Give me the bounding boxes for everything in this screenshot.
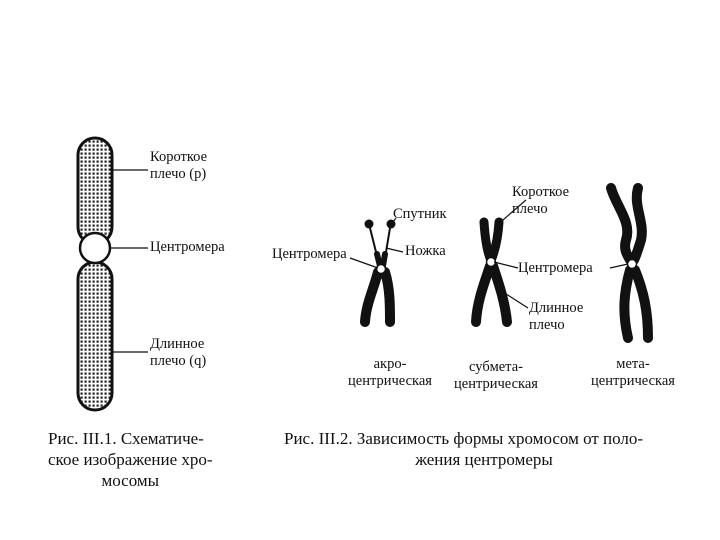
figure2-pointer-lines <box>349 199 629 309</box>
centromere-left-label: Центромера <box>272 246 347 262</box>
centromere-right-label: Центромера <box>518 260 593 276</box>
short-arm-right-label: Короткое плечо <box>512 184 570 217</box>
short-arm-shape <box>76 136 114 246</box>
long-arm-label: Длинное плечо (q) <box>150 336 207 369</box>
submetacentric-chromosome <box>471 217 512 327</box>
figure2-caption: Рис. III.2. Зависимость формы хромосом о… <box>284 429 644 469</box>
acrocentric-label: акро- центрическая <box>348 356 432 389</box>
long-arm-right-label: Длинное плечо <box>529 300 584 333</box>
centromere-label: Центромера <box>150 239 225 255</box>
schematic-chromosome <box>76 136 114 412</box>
figure1-caption: Рис. III.1. Схематиче- ское изображение … <box>48 429 213 490</box>
acrocentric-chromosome <box>360 219 396 327</box>
long-arm-shape <box>76 260 114 412</box>
metacentric-label: мета- центрическая <box>591 356 675 389</box>
satellite-label: Спутник <box>393 206 447 222</box>
short-arm-label: Короткое плечо (p) <box>150 149 208 182</box>
stalk-label: Ножка <box>405 243 446 259</box>
figure1-pointer-lines <box>110 169 148 353</box>
centromere-circle <box>78 231 112 265</box>
submetacentric-label: субмета- центрическая <box>454 359 538 392</box>
metacentric-chromosome <box>606 183 653 343</box>
